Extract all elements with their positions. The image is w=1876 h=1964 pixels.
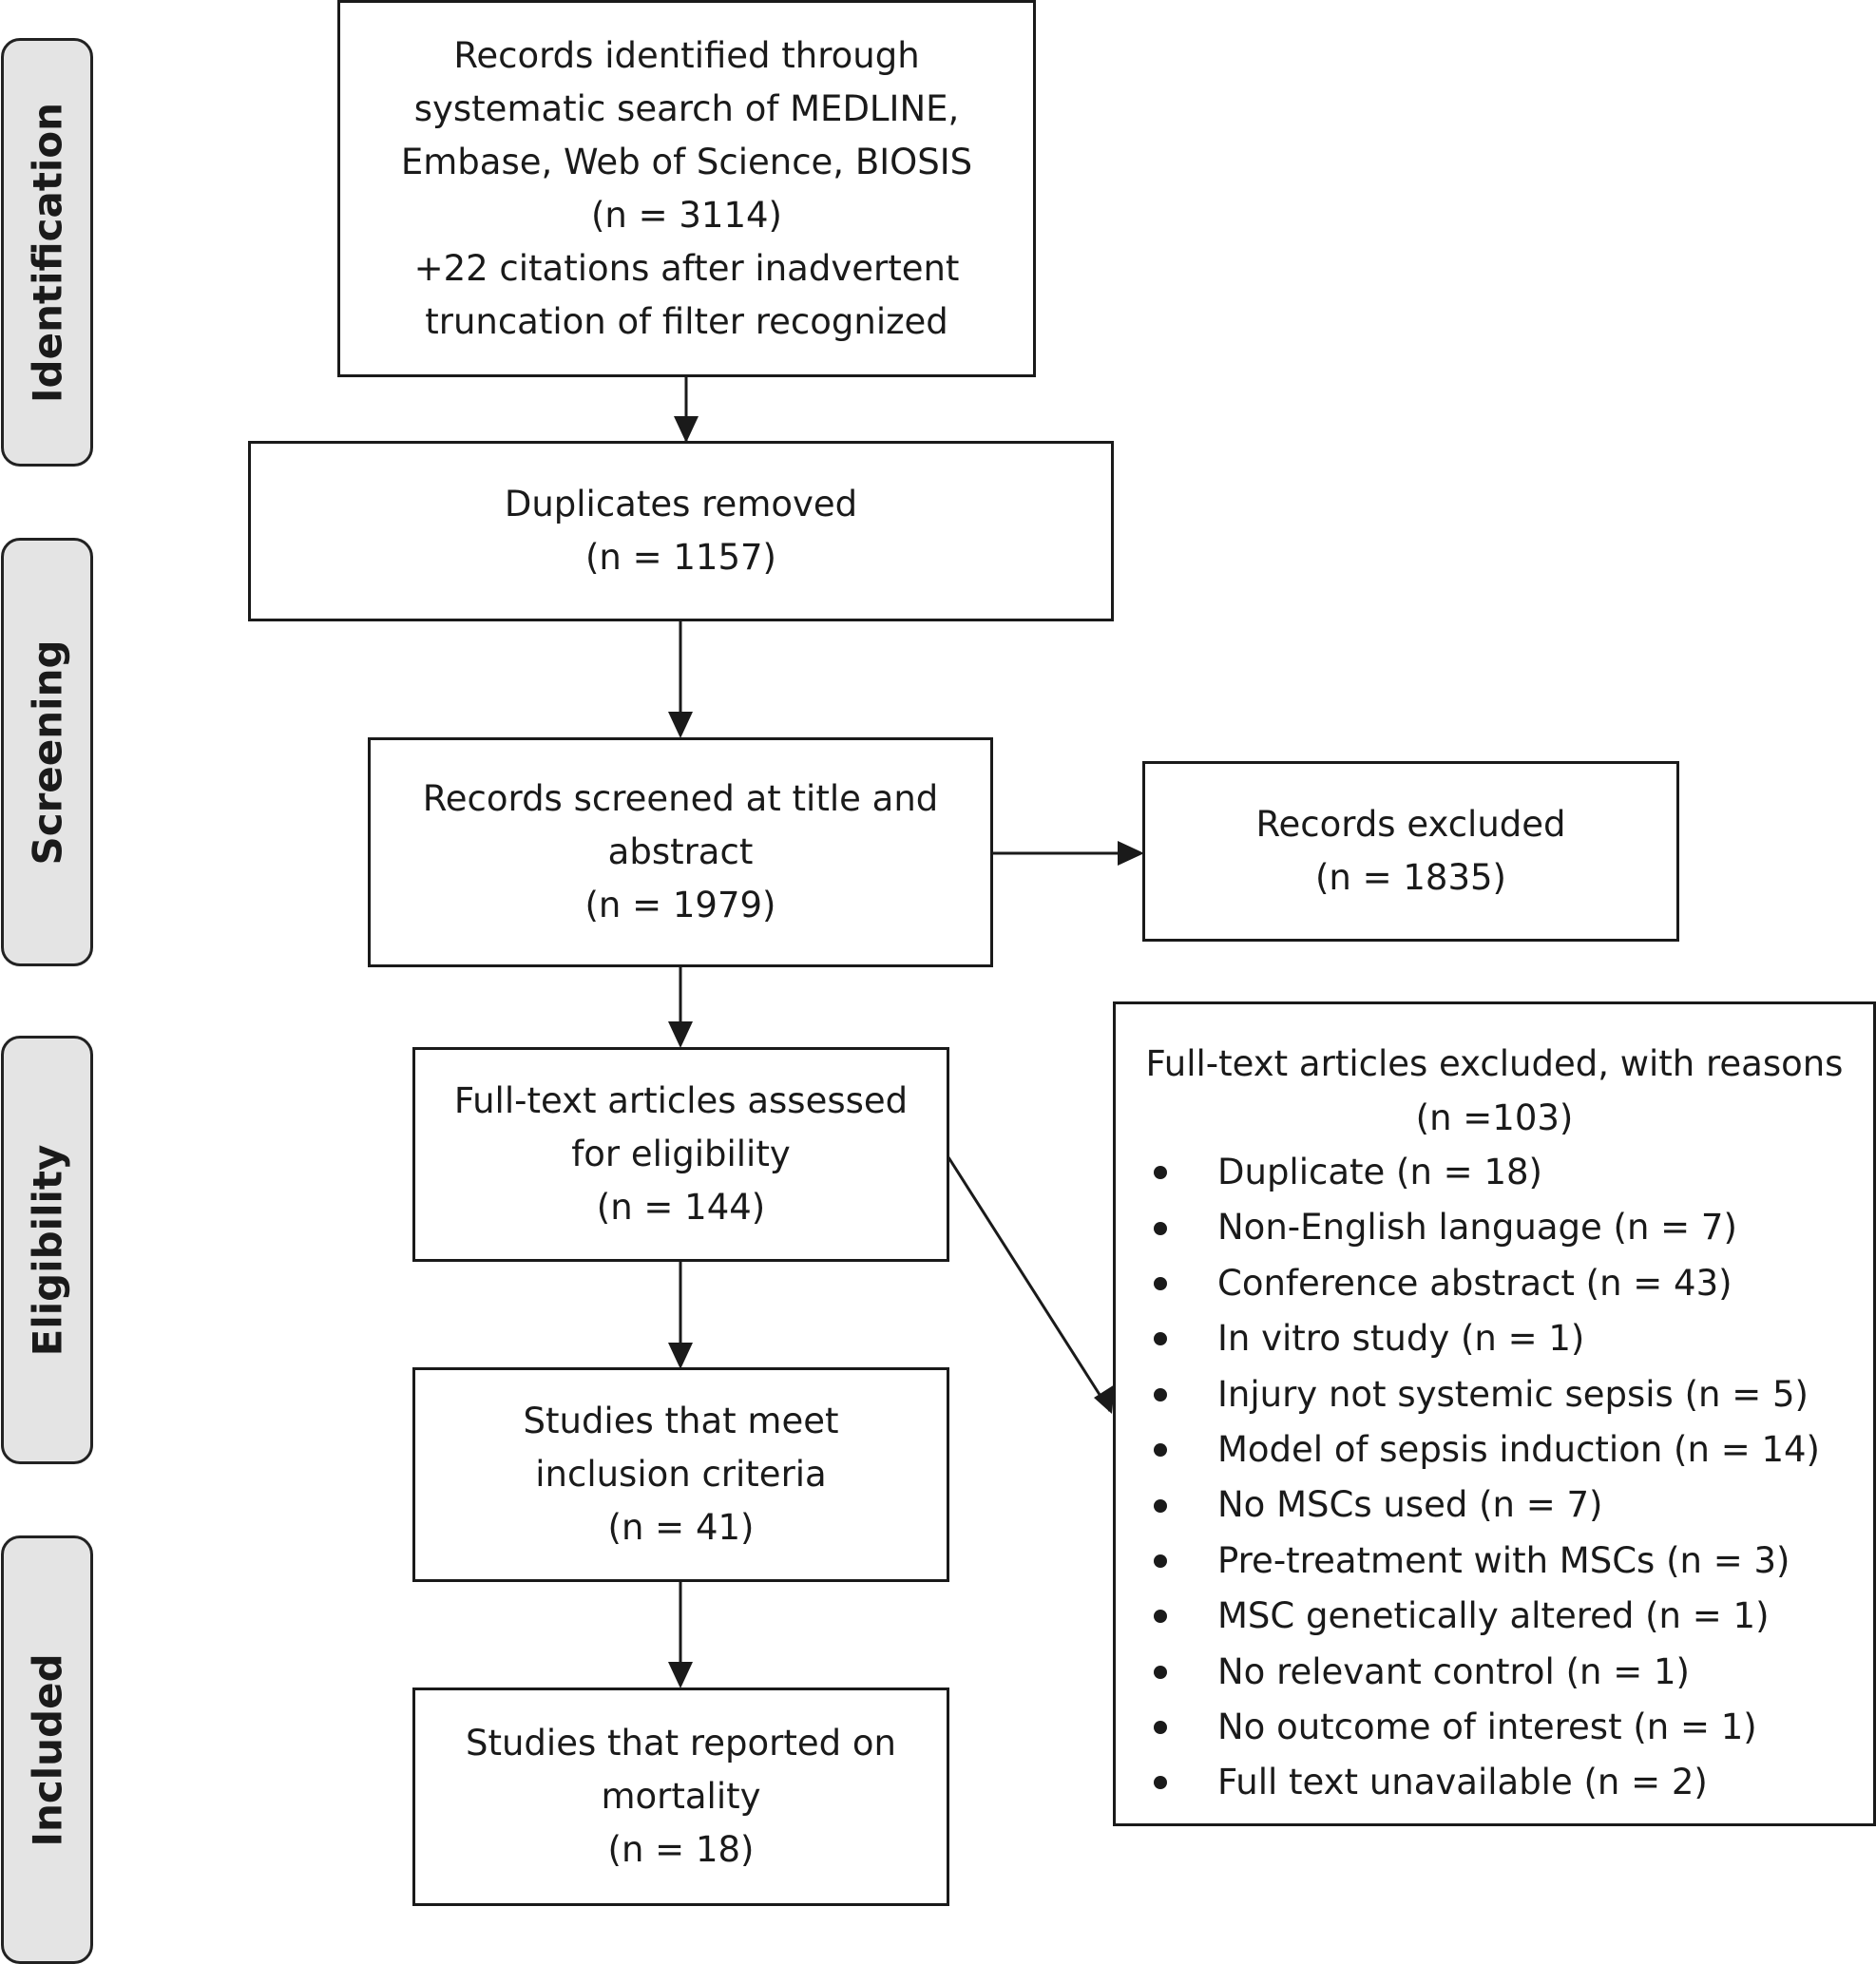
full-text-assessed-count: (n = 144) [596,1187,766,1228]
studies-mortality-line-2: mortality [601,1776,761,1817]
bullet-icon [1154,1610,1167,1624]
exclusion-reason-item: Non-English language (n = 7) [1116,1200,1873,1255]
bullet-icon [1154,1665,1167,1679]
arrowhead-screened [668,712,693,738]
arrowhead-mortality [668,1662,693,1688]
exclusion-reason-item: Model of sepsis induction (n = 14) [1116,1422,1873,1478]
studies-meet-criteria-box: Studies that meet inclusion criteria (n … [412,1367,949,1582]
bullet-icon [1154,1332,1167,1346]
full-text-excluded-title: Full-text articles excluded, with reason… [1145,1043,1844,1084]
bullet-icon [1154,1721,1167,1735]
arrow-fulltext-to-exclusions [947,1156,1112,1412]
bullet-icon [1154,1554,1167,1568]
exclusion-reason-text: MSC genetically altered (n = 1) [1217,1595,1770,1637]
studies-meet-criteria-count: (n = 41) [607,1507,755,1548]
exclusion-reason-item: Conference abstract (n = 43) [1116,1256,1873,1311]
exclusion-reason-list: Duplicate (n = 18) Non-English language … [1116,1145,1873,1811]
records-excluded-box: Records excluded (n = 1835) [1142,761,1679,942]
records-identified-box: Records identified through systematic se… [337,0,1036,377]
bullet-icon [1154,1276,1167,1290]
exclusion-reason-text: No relevant control (n = 1) [1217,1650,1690,1692]
arrowhead-excluded [1118,841,1144,866]
exclusion-reason-text: Injury not systemic sepsis (n = 5) [1217,1373,1809,1415]
exclusion-reason-text: Model of sepsis induction (n = 14) [1217,1428,1820,1470]
exclusion-reason-text: No MSCs used (n = 7) [1217,1484,1603,1526]
duplicates-removed-box: Duplicates removed (n = 1157) [248,441,1114,621]
bullet-icon [1154,1166,1167,1180]
exclusion-reason-item: No MSCs used (n = 7) [1116,1478,1873,1533]
exclusion-reason-item: No outcome of interest (n = 1) [1116,1700,1873,1755]
full-text-excluded-box: Full-text articles excluded, with reason… [1113,1001,1876,1826]
full-text-assessed-line-2: for eligibility [571,1134,791,1174]
records-identified-count: (n = 3114) [590,194,782,236]
studies-mortality-count: (n = 18) [607,1829,755,1870]
exclusion-reason-item: No relevant control (n = 1) [1116,1645,1873,1700]
stage-included: Included [1,1535,93,1964]
arrowhead-fulltext [668,1021,693,1048]
exclusion-reason-item: MSC genetically altered (n = 1) [1116,1589,1873,1644]
full-text-excluded-count: (n =103) [1415,1097,1574,1138]
exclusion-reason-text: Duplicate (n = 18) [1217,1152,1542,1192]
full-text-assessed-box: Full-text articles assessed for eligibil… [412,1047,949,1262]
arrowhead-duplicates [674,416,699,443]
exclusion-reason-item: In vitro study (n = 1) [1116,1311,1873,1366]
records-identified-line-3: Embase, Web of Science, BIOSIS [400,141,973,182]
records-excluded-label: Records excluded [1255,804,1566,845]
exclusion-reason-text: No outcome of interest (n = 1) [1217,1706,1757,1747]
records-excluded-count: (n = 1835) [1314,857,1506,898]
arrowhead-exclusions [1094,1384,1115,1414]
exclusion-reason-text: In vitro study (n = 1) [1217,1318,1585,1360]
bullet-icon [1154,1776,1167,1790]
stage-identification: Identification [1,38,93,467]
stage-eligibility: Eligibility [1,1036,93,1464]
bullet-icon [1154,1498,1167,1513]
exclusion-reason-text: Conference abstract (n = 43) [1217,1262,1732,1304]
exclusion-reason-text: Full text unavailable (n = 2) [1217,1762,1708,1803]
bullet-icon [1154,1387,1167,1401]
exclusion-reason-text: Non-English language (n = 7) [1217,1207,1737,1249]
full-text-excluded-header: Full-text articles excluded, with reason… [1116,1037,1873,1145]
exclusion-reason-text: Pre-treatment with MSCs (n = 3) [1217,1539,1790,1581]
exclusion-reason-item: Full text unavailable (n = 2) [1116,1755,1873,1810]
records-screened-box: Records screened at title and abstract (… [368,737,993,967]
records-identified-line-6: truncation of filter recognized [425,300,948,342]
studies-meet-criteria-line-2: inclusion criteria [535,1454,827,1495]
arrowhead-criteria [668,1343,693,1369]
studies-meet-criteria-line-1: Studies that meet [523,1401,839,1441]
bullet-icon [1154,1443,1167,1458]
records-screened-line-2: abstract [607,831,754,872]
exclusion-reason-item: Injury not systemic sepsis (n = 5) [1116,1367,1873,1422]
records-screened-count: (n = 1979) [584,885,776,925]
bullet-icon [1154,1221,1167,1235]
records-identified-line-1: Records identified through [453,34,920,76]
records-identified-line-5: +22 citations after inadvertent [413,247,960,289]
stage-screening: Screening [1,538,93,966]
studies-mortality-line-1: Studies that reported on [465,1723,896,1764]
records-screened-line-1: Records screened at title and [422,778,939,819]
records-identified-line-2: systematic search of MEDLINE, [413,87,960,129]
duplicates-removed-count: (n = 1157) [584,537,776,578]
exclusion-reason-item: Duplicate (n = 18) [1116,1145,1873,1200]
full-text-assessed-line-1: Full-text articles assessed [453,1080,909,1121]
studies-mortality-box: Studies that reported on mortality (n = … [412,1688,949,1906]
exclusion-reason-item: Pre-treatment with MSCs (n = 3) [1116,1534,1873,1589]
duplicates-removed-label: Duplicates removed [504,484,858,524]
